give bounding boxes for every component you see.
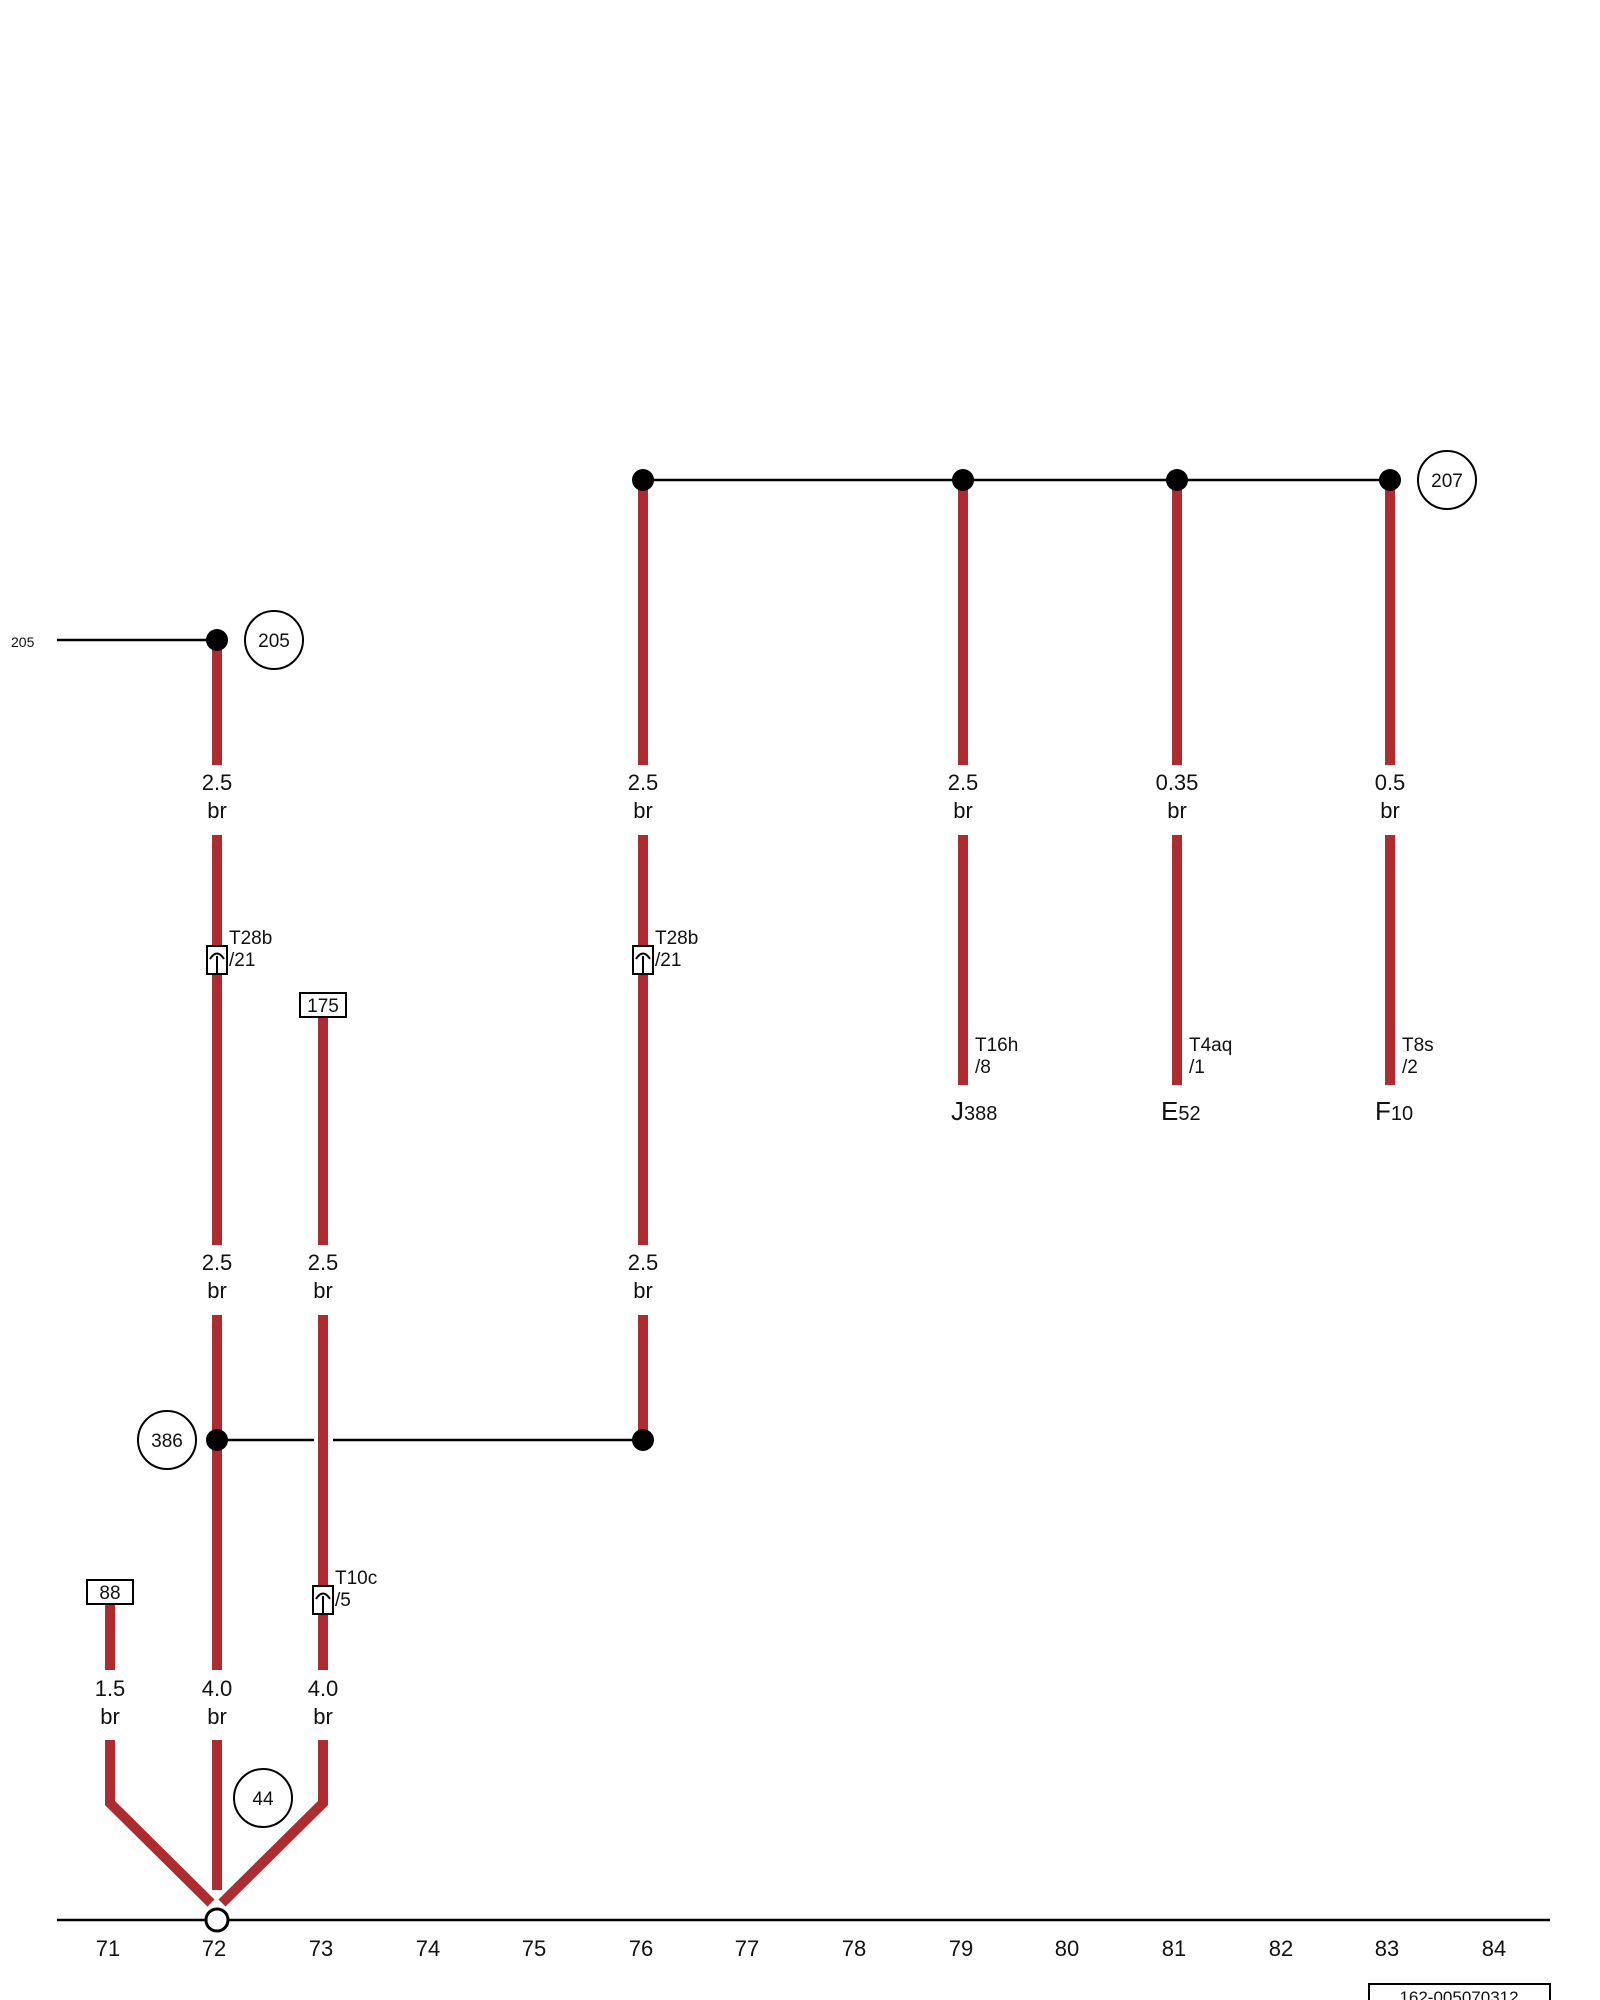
svg-text:/8: /8	[975, 1057, 991, 1078]
connector-label-T28b: T28b /21	[229, 928, 272, 971]
ruler-tick: 74	[416, 1936, 440, 1961]
svg-text:/21: /21	[229, 950, 255, 971]
wire-label: 1.5 br	[95, 1676, 126, 1729]
wire-label: 0.5 br	[1375, 770, 1406, 823]
svg-text:T4aq: T4aq	[1189, 1035, 1232, 1056]
terminal-box-88: 88	[86, 1579, 134, 1605]
terminal-box-175: 175	[299, 992, 347, 1018]
svg-text:2.5: 2.5	[202, 1250, 233, 1275]
svg-text:br: br	[313, 1704, 333, 1729]
svg-text:0.5: 0.5	[1375, 770, 1406, 795]
wire-label: 4.0 br	[202, 1676, 233, 1729]
component-J388: J388	[951, 1096, 997, 1126]
svg-text:162-005070312: 162-005070312	[1399, 1988, 1518, 2000]
svg-text:br: br	[953, 798, 973, 823]
connector-label-T28b: T28b /21	[655, 928, 698, 971]
connector-label-T10c: T10c /5	[335, 1568, 377, 1611]
svg-text:T28b: T28b	[229, 928, 272, 949]
component-E52: E52	[1161, 1096, 1201, 1126]
ruler-tick: 80	[1055, 1936, 1079, 1961]
wire-label: 2.5 br	[202, 1250, 233, 1303]
connector-icon	[632, 945, 654, 975]
ruler-tick: 71	[96, 1936, 120, 1961]
component-F10: F10	[1375, 1096, 1413, 1126]
ruler-tick: 75	[522, 1936, 546, 1961]
wire-label: 2.5 br	[948, 770, 979, 823]
svg-text:2.5: 2.5	[202, 770, 233, 795]
wire-label: 2.5 br	[308, 1250, 339, 1303]
svg-text:2.5: 2.5	[628, 770, 659, 795]
connector-icon	[206, 945, 228, 975]
junction-dot	[632, 469, 654, 491]
junction-dot	[632, 1429, 654, 1451]
svg-text:br: br	[313, 1278, 333, 1303]
svg-text:4.0: 4.0	[202, 1676, 233, 1701]
offpage-ref: 205	[11, 634, 35, 650]
svg-text:44: 44	[252, 1789, 274, 1810]
svg-text:2.5: 2.5	[948, 770, 979, 795]
ruler-tick: 79	[949, 1936, 973, 1961]
junction-dot	[1166, 469, 1188, 491]
wire-label: 2.5 br	[202, 770, 233, 823]
svg-text:T10c: T10c	[335, 1568, 377, 1589]
svg-text:br: br	[1167, 798, 1187, 823]
connector-label-T4aq: T4aq /1	[1189, 1035, 1232, 1078]
svg-text:br: br	[1380, 798, 1400, 823]
connector-icon	[312, 1585, 334, 1615]
wire-73-bottom	[218, 1740, 328, 1907]
svg-text:175: 175	[307, 996, 339, 1017]
svg-text:/21: /21	[655, 950, 681, 971]
wire-label: 2.5 br	[628, 1250, 659, 1303]
ruler-tick: 73	[309, 1936, 333, 1961]
ground-terminal	[204, 1907, 230, 1933]
svg-text:T28b: T28b	[655, 928, 698, 949]
svg-text:br: br	[207, 1704, 227, 1729]
wire-71-bottom	[105, 1740, 215, 1907]
svg-text:207: 207	[1431, 471, 1463, 492]
svg-text:0.35: 0.35	[1156, 770, 1199, 795]
svg-text:1.5: 1.5	[95, 1676, 126, 1701]
svg-text:br: br	[207, 798, 227, 823]
wire-label: 0.35 br	[1156, 770, 1199, 823]
ruler-tick: 77	[735, 1936, 759, 1961]
wire-label: 2.5 br	[628, 770, 659, 823]
svg-text:4.0: 4.0	[308, 1676, 339, 1701]
ground-point-207: 207	[1417, 450, 1477, 510]
svg-text:T16h: T16h	[975, 1035, 1018, 1056]
svg-text:br: br	[633, 1278, 653, 1303]
ground-point-205: 205	[244, 610, 304, 670]
ruler-tick: 81	[1162, 1936, 1186, 1961]
svg-text:br: br	[100, 1704, 120, 1729]
svg-text:2.5: 2.5	[308, 1250, 339, 1275]
svg-text:205: 205	[258, 631, 290, 652]
svg-text:386: 386	[151, 1431, 183, 1452]
ruler-tick: 83	[1375, 1936, 1399, 1961]
ruler-tick: 84	[1482, 1936, 1506, 1961]
svg-text:88: 88	[99, 1583, 120, 1604]
ruler-tick: 76	[629, 1936, 653, 1961]
junction-dot	[1379, 469, 1401, 491]
ground-point-386: 386	[137, 1410, 197, 1470]
svg-text:br: br	[633, 798, 653, 823]
ruler-tick: 78	[842, 1936, 866, 1961]
svg-text:br: br	[207, 1278, 227, 1303]
svg-text:T8s: T8s	[1402, 1035, 1434, 1056]
junction-dot	[206, 1429, 228, 1451]
ruler-tick: 72	[202, 1936, 226, 1961]
connector-label-T8s: T8s /2	[1402, 1035, 1434, 1078]
junction-dot	[206, 629, 228, 651]
junction-dot	[952, 469, 974, 491]
wire-label: 4.0 br	[308, 1676, 339, 1729]
svg-text:/2: /2	[1402, 1057, 1418, 1078]
svg-text:/5: /5	[335, 1590, 351, 1611]
svg-text:2.5: 2.5	[628, 1250, 659, 1275]
ground-point-44: 44	[233, 1768, 293, 1828]
ruler-tick: 82	[1269, 1936, 1293, 1961]
document-number: 162-005070312	[1368, 1983, 1551, 2000]
svg-text:/1: /1	[1189, 1057, 1205, 1078]
connector-label-T16h: T16h /8	[975, 1035, 1018, 1078]
